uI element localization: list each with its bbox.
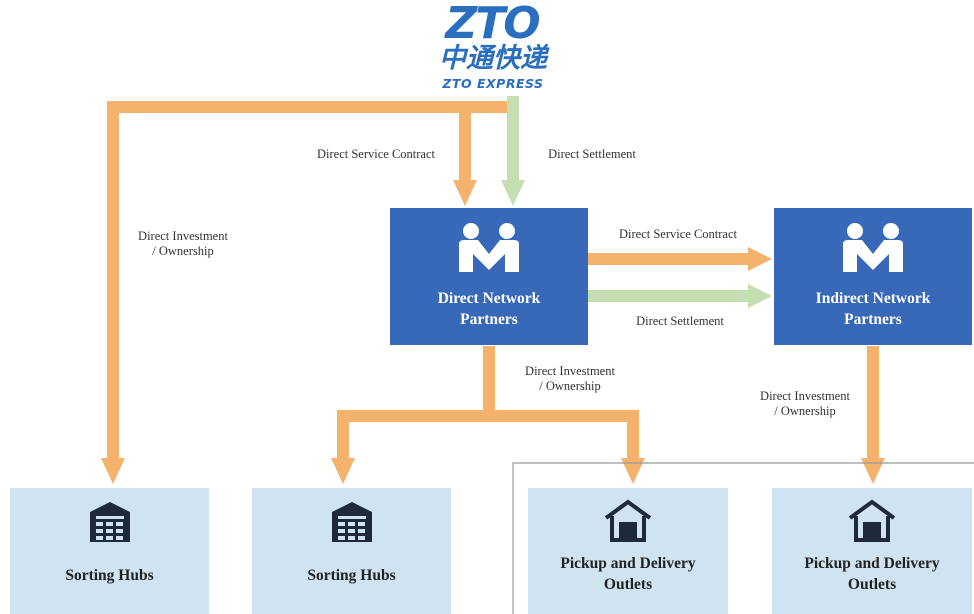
title-line: Partners (844, 311, 902, 328)
label-direct-indirect-contract: Direct Service Contract (618, 227, 737, 241)
logo-english-text: ZTO EXPRESS (442, 76, 544, 91)
house-garage-icon (604, 499, 652, 542)
label-line: / Ownership (774, 404, 836, 418)
logo-brand-text: ZTO (445, 0, 540, 49)
label-zto-direct-settlement: Direct Settlement (548, 147, 636, 161)
title-line: Partners (460, 311, 518, 328)
title-line: Pickup and Delivery (560, 555, 696, 572)
warehouse-icon (332, 502, 372, 542)
label-line: / Ownership (539, 379, 601, 393)
sorting-hub-node-2: Sorting Hubs (252, 488, 451, 614)
label-line: Direct Investment (138, 229, 228, 243)
label-line: / Ownership (152, 244, 214, 258)
arrowhead-indirect-contract (748, 247, 772, 271)
house-garage-icon (848, 499, 896, 542)
outlet-1-title: Pickup and Delivery Outlets (528, 553, 728, 595)
arrowhead-direct-contract (453, 180, 477, 206)
title-line: Direct Network (437, 290, 541, 307)
outlet-node-1: Pickup and Delivery Outlets (528, 488, 728, 614)
outlet-group-frame (512, 462, 974, 614)
indirect-partners-title: Indirect Network Partners (774, 288, 972, 330)
people-icon (843, 223, 903, 272)
title-line: Pickup and Delivery (804, 555, 940, 572)
people-icon (459, 223, 519, 272)
arrowhead-indirect-settlement (748, 284, 772, 308)
label-direct-branch-investment: Direct Investment / Ownership (505, 364, 635, 394)
sorting-hub-1-title: Sorting Hubs (65, 567, 154, 584)
logo-chinese-text: 中通快递 (439, 43, 547, 74)
direct-network-partners-node: Direct Network Partners (390, 208, 588, 345)
arrowhead-outlet-right (861, 458, 885, 484)
zto-logo: ZTO 中通快递 ZTO EXPRESS (418, 0, 558, 96)
arrow-direct-to-branch (337, 346, 639, 458)
label-indirect-outlet-investment: Direct Investment / Ownership (740, 389, 870, 419)
label-zto-direct-contract: Direct Service Contract (316, 147, 435, 161)
label-line: Direct Investment (525, 364, 615, 378)
sorting-hub-2-title: Sorting Hubs (307, 567, 396, 584)
outlet-node-2: Pickup and Delivery Outlets (772, 488, 972, 614)
label-zto-sorting-investment: Direct Investment / Ownership (118, 229, 248, 259)
indirect-network-partners-node: Indirect Network Partners (774, 208, 972, 345)
arrowhead-sorting-hub-left (101, 458, 125, 484)
arrow-zto-to-sorting-hub-left (107, 101, 510, 458)
title-line: Outlets (603, 576, 653, 593)
arrowhead-direct-settlement (501, 180, 525, 206)
sorting-hub-node-1: Sorting Hubs (10, 488, 209, 614)
label-direct-indirect-settlement: Direct Settlement (636, 314, 724, 328)
warehouse-icon (90, 502, 130, 542)
arrowhead-outlet-left (621, 458, 645, 484)
title-line: Indirect Network (815, 290, 931, 307)
label-line: Direct Investment (760, 389, 850, 403)
title-line: Outlets (847, 576, 897, 593)
outlet-2-title: Pickup and Delivery Outlets (772, 553, 972, 595)
arrowhead-sorting-hub-right (331, 458, 355, 484)
direct-partners-title: Direct Network Partners (390, 288, 588, 330)
